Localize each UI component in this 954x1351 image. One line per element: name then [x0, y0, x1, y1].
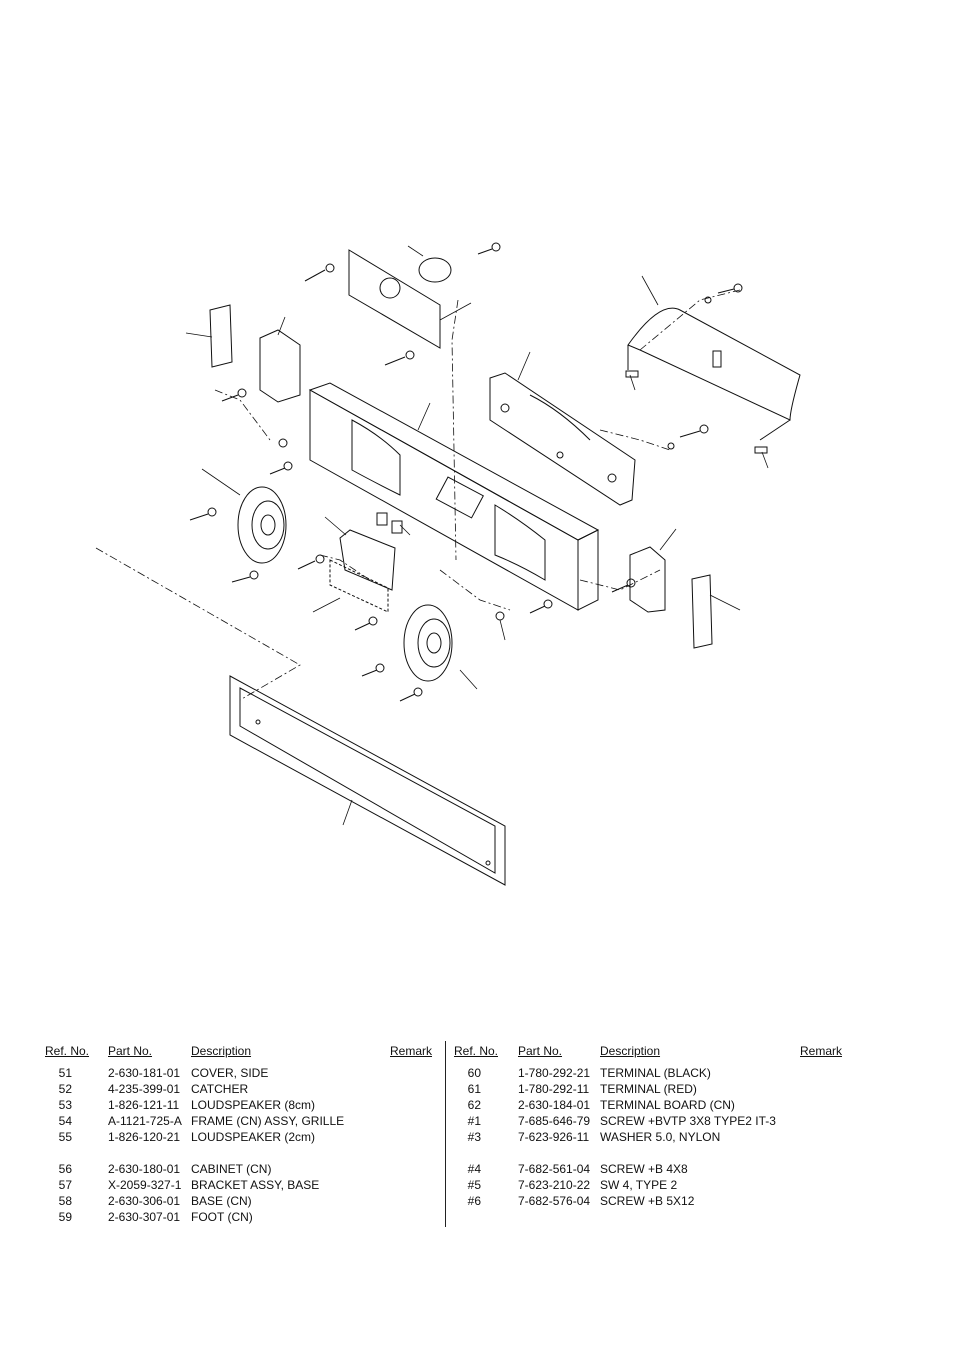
part-no: 2-630-306-01: [108, 1194, 181, 1208]
ref-no: 62: [467, 1098, 481, 1112]
part-no: 1-826-121-11: [108, 1098, 180, 1112]
description: COVER, SIDE: [191, 1066, 269, 1080]
description: TERMINAL (BLACK): [600, 1066, 711, 1080]
ref-no: 60: [467, 1066, 481, 1080]
description: LOUDSPEAKER (2cm): [191, 1130, 316, 1144]
description: WASHER 5.0, NYLON: [600, 1130, 721, 1144]
header-ref-no: Ref. No.: [45, 1044, 90, 1058]
woofer-left: [237, 486, 287, 564]
part-no: 7-623-210-22: [518, 1178, 591, 1192]
ref-no: 58: [58, 1194, 72, 1208]
ref-no: #4: [467, 1162, 481, 1176]
catcher-top: [348, 249, 452, 349]
screws: [189, 242, 743, 702]
ref-no: #3: [467, 1130, 481, 1144]
part-no: 1-826-120-21: [108, 1130, 181, 1144]
side-cover-right: [629, 546, 713, 649]
ref-no: 59: [58, 1210, 72, 1224]
description: BASE (CN): [191, 1194, 252, 1208]
header-part-no: Part No.: [518, 1044, 563, 1058]
description: SCREW +BVTP 3X8 TYPE2 IT-3: [600, 1114, 776, 1128]
ref-no: 51: [58, 1066, 72, 1080]
part-no: 1-780-292-21: [518, 1066, 591, 1080]
baffle-panel: [489, 372, 636, 506]
description: TERMINAL (RED): [600, 1082, 697, 1096]
description: LOUDSPEAKER (8cm): [191, 1098, 316, 1112]
description: CATCHER: [191, 1082, 249, 1096]
ref-no: 52: [58, 1082, 72, 1096]
header-ref-no: Ref. No.: [454, 1044, 499, 1058]
part-no: X-2059-327-1: [108, 1178, 182, 1192]
header-description: Description: [191, 1044, 252, 1058]
description: SCREW +B 4X8: [600, 1162, 688, 1176]
ref-no: 54: [58, 1114, 72, 1128]
part-no: 1-780-292-11: [518, 1082, 590, 1096]
ref-no: 56: [58, 1162, 72, 1176]
ref-no: 53: [58, 1098, 72, 1112]
part-no: A-1121-725-A: [108, 1114, 182, 1128]
woofer-right: [403, 604, 453, 682]
description: FOOT (CN): [191, 1210, 253, 1224]
description: CABINET (CN): [191, 1162, 272, 1176]
part-no: 2-630-180-01: [108, 1162, 181, 1176]
terminal-board: [329, 512, 403, 613]
description: SCREW +B 5X12: [600, 1194, 695, 1208]
header-description: Description: [600, 1044, 661, 1058]
part-no: 2-630-184-01: [518, 1098, 591, 1112]
description: TERMINAL BOARD (CN): [600, 1098, 735, 1112]
cabinet: [308, 382, 600, 611]
base: [625, 307, 801, 454]
ref-no: #6: [467, 1194, 481, 1208]
parts-list-left: Ref. No. Part No. Description Remark 51 …: [0, 1043, 445, 1233]
header-part-no: Part No.: [108, 1044, 153, 1058]
ref-no: 55: [58, 1130, 72, 1144]
part-no: 7-682-576-04: [518, 1194, 591, 1208]
grille-frame: [229, 675, 506, 886]
header-remark: Remark: [390, 1044, 433, 1058]
description: FRAME (CN) ASSY, GRILLE: [191, 1114, 345, 1128]
description: SW 4, TYPE 2: [600, 1178, 678, 1192]
ref-no: #5: [467, 1178, 481, 1192]
part-no: 7-685-646-79: [518, 1114, 591, 1128]
part-no: 2-630-307-01: [108, 1210, 181, 1224]
leader-lines: [185, 245, 769, 826]
ref-no: 61: [467, 1082, 481, 1096]
part-no: 4-235-399-01: [108, 1082, 181, 1096]
part-no: 7-682-561-04: [518, 1162, 591, 1176]
description: BRACKET ASSY, BASE: [191, 1178, 320, 1192]
part-no: 2-630-181-01: [108, 1066, 181, 1080]
guide-lines: [95, 289, 741, 701]
ref-no: 57: [58, 1178, 72, 1192]
parts-list-right: Ref. No. Part No. Description Remark 60 …: [446, 1043, 946, 1233]
column-divider: [445, 1041, 446, 1227]
ref-no: #1: [467, 1114, 481, 1128]
side-cover-left: [209, 304, 301, 403]
part-no: 7-623-926-11: [518, 1130, 590, 1144]
header-remark: Remark: [800, 1044, 843, 1058]
